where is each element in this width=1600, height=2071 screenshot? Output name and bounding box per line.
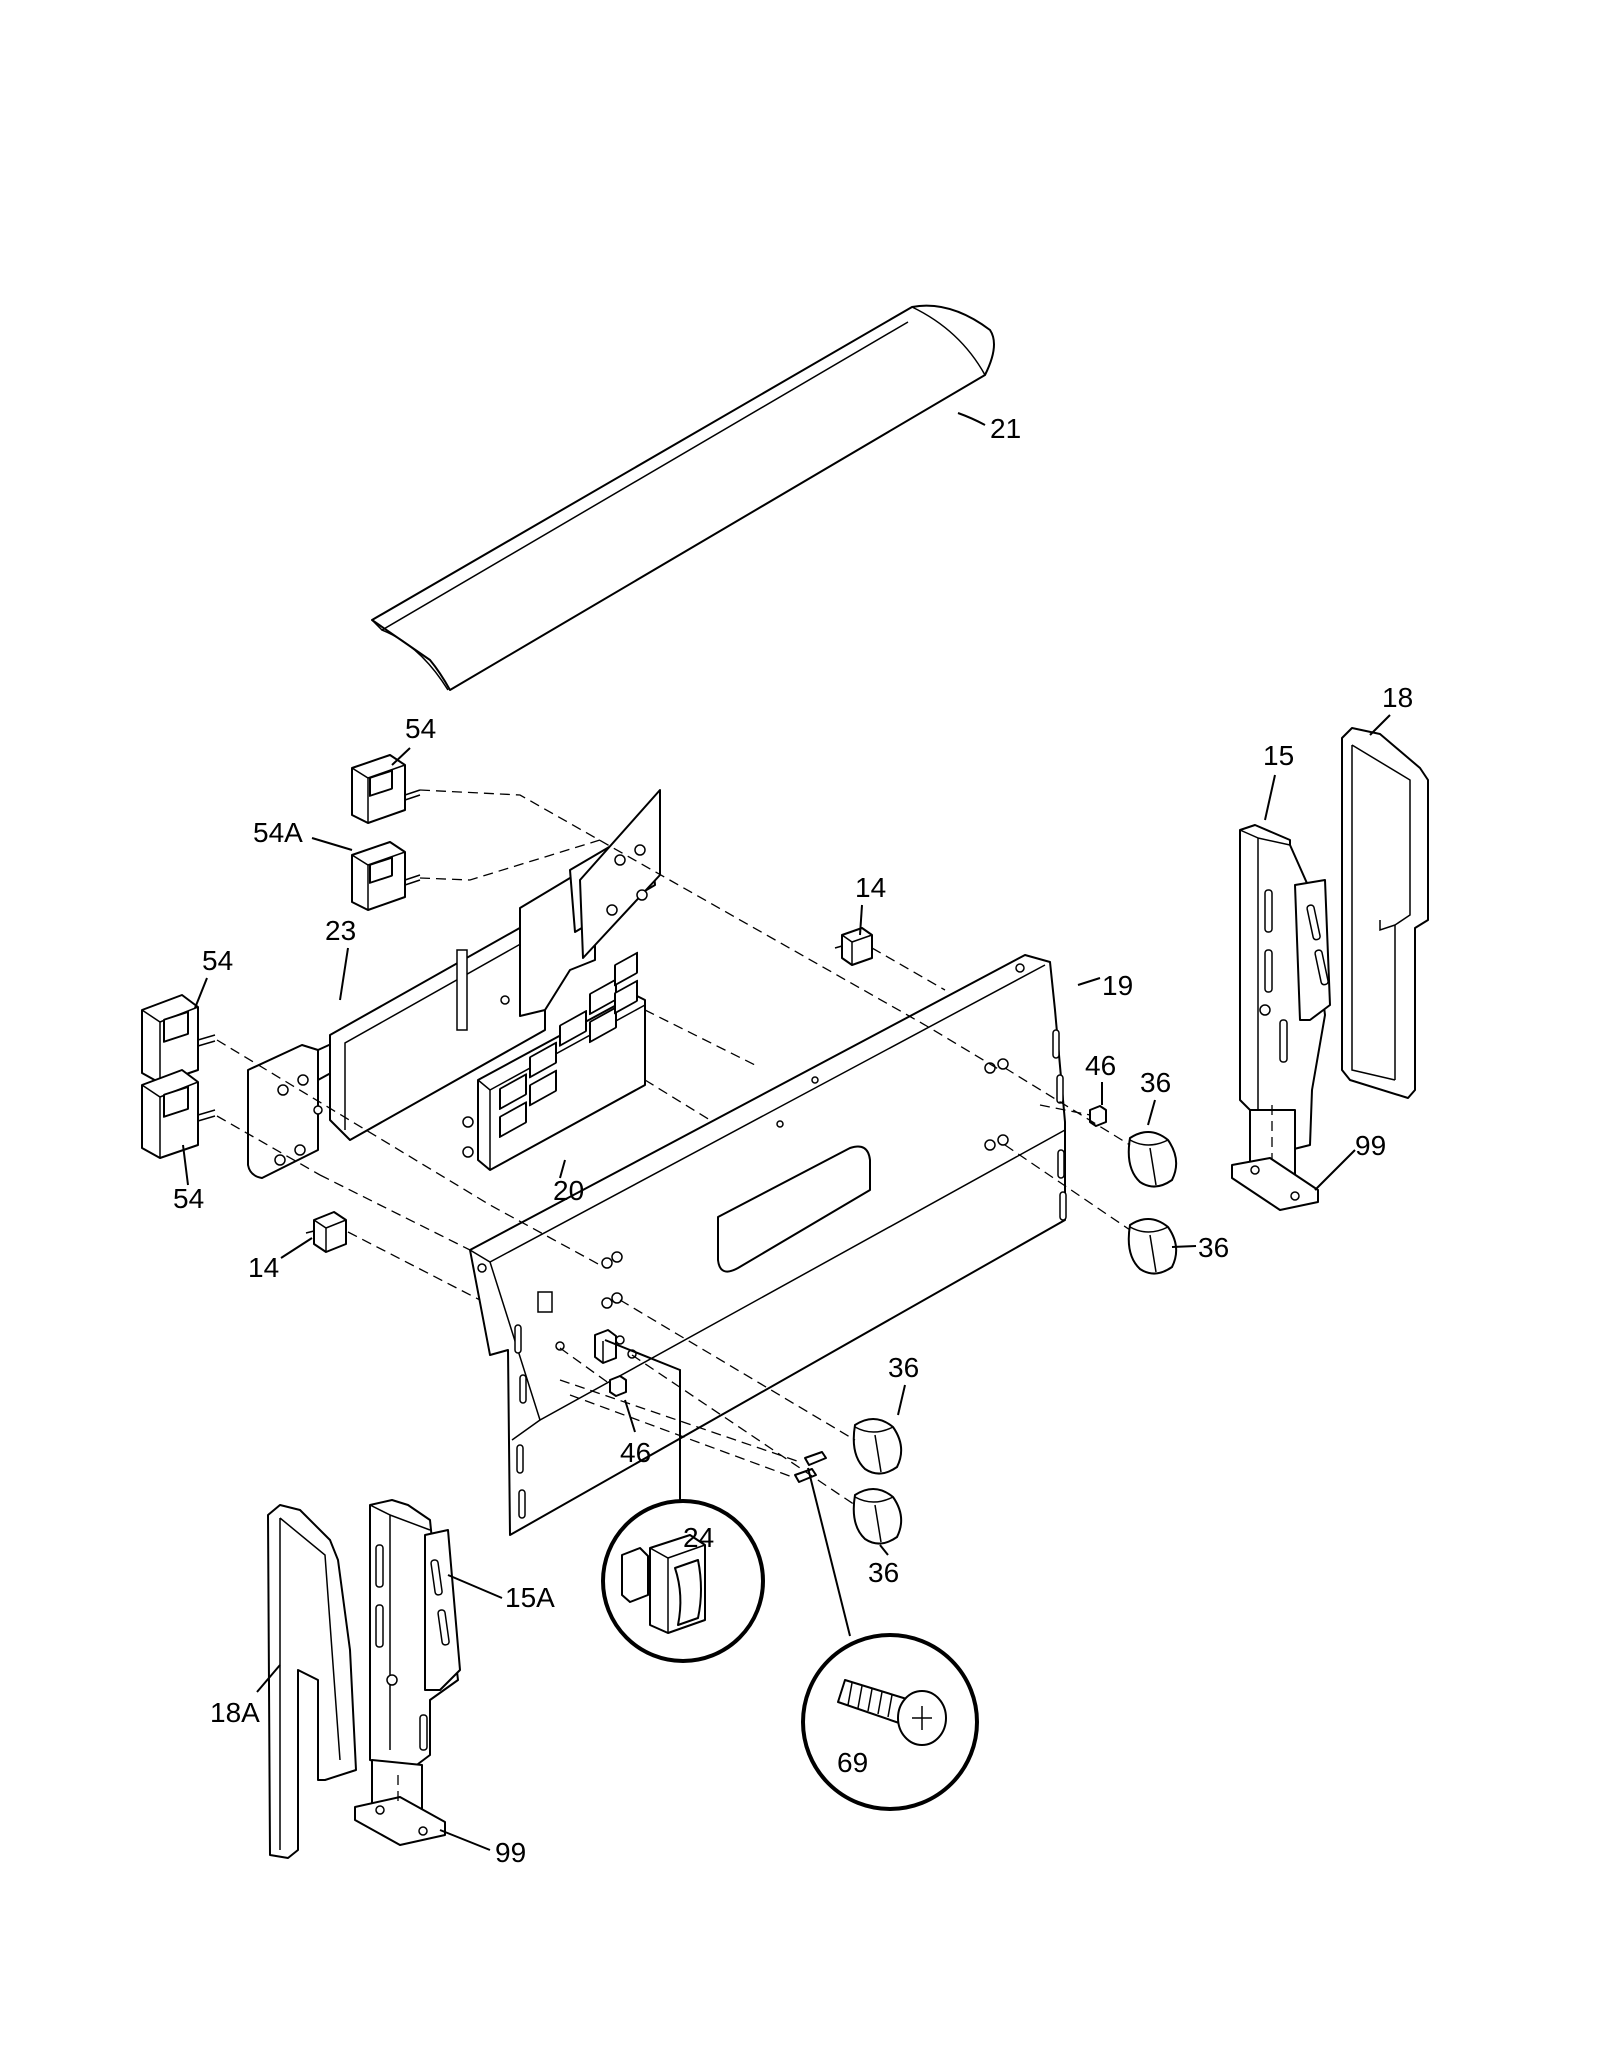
- part-14-connector-bottom[interactable]: [305, 1211, 347, 1253]
- callout-23: 23: [325, 915, 356, 946]
- callout-46-top: 46: [1085, 1050, 1116, 1081]
- callout-14-bot: 14: [248, 1252, 279, 1283]
- part-24-rocker-switch[interactable]: [594, 1329, 617, 1364]
- callout-54-bot: 54: [173, 1183, 204, 1214]
- part-46-clip-bottom[interactable]: [609, 1375, 627, 1397]
- rocker-switch-detail: [621, 1534, 706, 1634]
- part-18-right-trim[interactable]: [1341, 727, 1429, 1099]
- part-69-screw-small[interactable]: [794, 1451, 827, 1483]
- part-36-knob-d[interactable]: [852, 1488, 903, 1545]
- part-18a-left-trim[interactable]: [267, 1504, 357, 1859]
- callout-54-mid: 54: [202, 945, 233, 976]
- part-20-clock-control[interactable]: [462, 951, 646, 1171]
- callout-14-top: 14: [855, 872, 886, 903]
- part-15a-left-bracket[interactable]: [369, 1499, 461, 1821]
- assembly-lines: [216, 789, 1273, 1805]
- part-54-switch-top[interactable]: [351, 754, 421, 824]
- callout-99-left: 99: [495, 1837, 526, 1868]
- part-99-foot-right[interactable]: [1231, 1157, 1319, 1211]
- callout-36-c: 36: [888, 1352, 919, 1383]
- callout-18a: 18A: [210, 1697, 260, 1728]
- callout-99-right: 99: [1355, 1130, 1386, 1161]
- callout-18: 18: [1382, 682, 1413, 713]
- callout-54a: 54A: [253, 817, 303, 848]
- callout-24: 24: [683, 1522, 714, 1553]
- callout-19: 19: [1102, 970, 1133, 1001]
- part-14-connector-top[interactable]: [834, 927, 873, 966]
- callout-36-a: 36: [1140, 1067, 1171, 1098]
- callout-20: 20: [553, 1175, 584, 1206]
- part-54-switch-mid[interactable]: [141, 994, 216, 1084]
- part-99-foot-left[interactable]: [354, 1796, 446, 1846]
- part-36-knob-c[interactable]: [852, 1418, 903, 1475]
- callout-15a: 15A: [505, 1582, 555, 1613]
- callout-36-d: 36: [868, 1557, 899, 1588]
- callout-46-bot: 46: [620, 1437, 651, 1468]
- callout-21: 21: [990, 413, 1021, 444]
- screw-detail: [837, 1679, 947, 1746]
- leader-lines: [182, 412, 1391, 1851]
- detail-circle-24: [601, 1339, 765, 1663]
- part-54a-switch[interactable]: [351, 841, 421, 911]
- part-36-knob-a[interactable]: [1127, 1131, 1178, 1188]
- part-54-switch-bottom[interactable]: [141, 1069, 216, 1159]
- detail-circle-69: [801, 1467, 979, 1811]
- callout-15: 15: [1263, 740, 1294, 771]
- part-21-top-trim[interactable]: [371, 304, 995, 691]
- part-23-bracket[interactable]: [247, 789, 661, 1179]
- part-15-right-bracket[interactable]: [1239, 824, 1331, 1176]
- callout-labels: 21 54 54A 23 54 54 14 14 20 19 46 46 36 …: [173, 413, 1413, 1868]
- callout-69: 69: [837, 1747, 868, 1778]
- part-36-knob-b[interactable]: [1127, 1218, 1178, 1275]
- callout-36-b: 36: [1198, 1232, 1229, 1263]
- part-46-clip-top[interactable]: [1089, 1105, 1107, 1127]
- callout-54-top: 54: [405, 713, 436, 744]
